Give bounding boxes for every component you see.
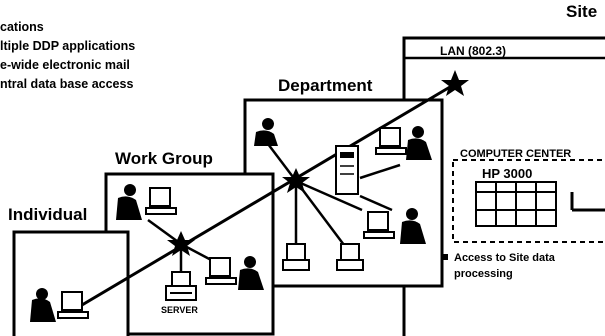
- hp3000-cabinets: [475, 181, 557, 227]
- hub-stars: [167, 70, 469, 256]
- work-group-server-icon: [165, 271, 197, 301]
- department-server-icon: [335, 145, 359, 195]
- department-label: Department: [278, 76, 373, 95]
- workstation-icons: [30, 118, 432, 322]
- capability-item: ltiple DDP applications: [0, 39, 136, 53]
- site-label: Site: [566, 2, 598, 21]
- work-group-workstation-icon-2: [205, 256, 264, 290]
- department-workstation-icon-3: [363, 208, 426, 244]
- department-workstation-icon-1: [254, 118, 278, 146]
- capability-item: cations: [0, 20, 44, 34]
- department-hub-star: [282, 168, 310, 193]
- work-group-workstation-icon-1: [116, 184, 177, 220]
- site-hub-star: [441, 70, 469, 96]
- bullet-square-icon: [442, 254, 448, 260]
- backbone-link: [59, 82, 456, 320]
- lan-label: LAN (802.3): [440, 44, 507, 58]
- individual-workstation-icon: [30, 288, 89, 322]
- work-group-hub-star: [167, 231, 195, 256]
- capability-item: e-wide electronic mail: [0, 58, 130, 72]
- department-workstation-icon-2: [375, 126, 432, 160]
- individual-label: Individual: [8, 205, 88, 224]
- access-line-2: processing: [454, 268, 513, 280]
- computer-center-label: COMPUTER CENTER: [460, 148, 572, 160]
- server-label: SERVER: [161, 305, 198, 315]
- site-access-note: Access to Site data processing: [442, 250, 555, 282]
- capability-item: ntral data base access: [0, 77, 134, 91]
- access-line-1: Access to Site data: [454, 252, 555, 264]
- work-group-label: Work Group: [115, 149, 213, 168]
- hp3000-label: HP 3000: [482, 166, 533, 181]
- computer-center-box: [452, 159, 605, 243]
- department-printer-icon: [282, 243, 364, 271]
- capability-list: cations ltiple DDP applications e-wide e…: [0, 18, 215, 94]
